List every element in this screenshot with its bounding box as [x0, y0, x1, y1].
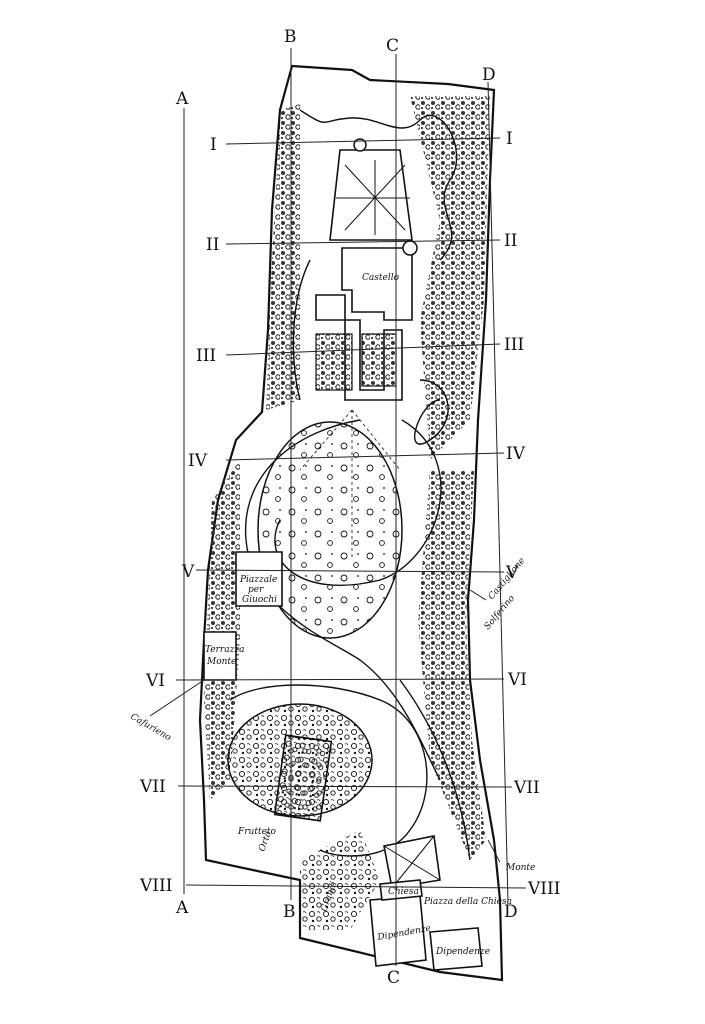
- castle-garden-left: [315, 333, 353, 391]
- label-ii-left: II: [206, 235, 219, 255]
- label-d-bottom: D: [504, 902, 518, 922]
- section-line-i: [225, 137, 501, 145]
- label-vi-left: VI: [145, 671, 165, 691]
- section-line-v: [195, 569, 505, 573]
- castle-tower: [402, 240, 418, 256]
- vista-lines: [299, 409, 401, 560]
- label-a-bottom: A: [175, 898, 189, 918]
- label-castello: Castello: [362, 273, 400, 283]
- frutteto-enclosure: [273, 734, 333, 822]
- drive-east: [399, 679, 471, 861]
- label-viii-right: VIII: [527, 879, 560, 899]
- label-frutteto: Frutteto: [237, 827, 277, 837]
- section-line-iv: [225, 452, 505, 461]
- section-line-ii: [225, 239, 501, 245]
- woodland-north-east: [410, 96, 490, 460]
- label-b-top: B: [284, 27, 297, 47]
- woodland-east-strip: [418, 470, 486, 860]
- terraced-walk-west: [292, 259, 311, 401]
- label-vii-left: VII: [139, 777, 166, 797]
- piazzale-box: [235, 551, 283, 607]
- section-line-d: [487, 81, 509, 903]
- formal-parterre: [329, 149, 413, 241]
- label-solferino: Solferino: [483, 593, 518, 632]
- section-line-vi: [175, 678, 505, 681]
- label-piazza-chiesa: Piazza della Chiesa: [423, 897, 512, 907]
- church-square-cross: [383, 835, 441, 889]
- label-chiesa: Chiesa: [388, 887, 419, 897]
- parterre-fountain: [353, 138, 367, 152]
- label-ii-right: II: [504, 231, 517, 251]
- parterre-pattern: [336, 160, 410, 235]
- label-piazzale-sub: per: [248, 585, 264, 595]
- label-v-left: V: [181, 562, 195, 582]
- serpentine-path-east: [414, 379, 449, 445]
- label-i-left: I: [210, 135, 217, 155]
- leader-lines: [149, 589, 501, 863]
- label-terrazza-sub: Monte: [206, 657, 236, 667]
- label-cafurieno: Cafurieno: [129, 712, 174, 744]
- label-d-top: D: [482, 65, 496, 85]
- section-line-iii: [225, 343, 501, 356]
- terrazza-box: [203, 631, 237, 681]
- section-line-viii: [185, 884, 527, 889]
- castello-building: [341, 247, 413, 321]
- label-a-top: A: [175, 89, 189, 109]
- label-c-top: C: [386, 36, 399, 56]
- label-vii-right: VII: [513, 778, 540, 798]
- label-v-right: V: [505, 563, 519, 583]
- label-c-bottom: C: [387, 968, 400, 988]
- serpentine-path-north: [299, 109, 458, 261]
- label-iii-right: III: [504, 335, 524, 355]
- woodland-west-lower: [204, 460, 240, 800]
- label-iv-left: IV: [188, 451, 208, 471]
- castle-garden-right: [361, 333, 397, 387]
- chiesa-building: [379, 879, 423, 901]
- label-iv-right: IV: [506, 444, 526, 464]
- label-dipendenze-2: Dipendenze: [435, 947, 490, 957]
- dependenze-block-2: [429, 927, 483, 971]
- label-b-bottom: B: [283, 902, 296, 922]
- upper-meadow-oval: [257, 421, 403, 639]
- label-piazzale: Piazzale: [239, 575, 277, 585]
- label-vi-right: VI: [507, 670, 527, 690]
- label-i-right: I: [506, 129, 513, 149]
- label-iii-left: III: [196, 346, 216, 366]
- label-piazzale-sub2: Giuochi: [242, 595, 277, 605]
- drive-lower-curve: [229, 684, 428, 857]
- label-monte: Monte: [505, 863, 535, 873]
- label-terrazza: Terrazza: [205, 645, 244, 655]
- section-line-vii: [177, 785, 513, 788]
- label-viii-left: VIII: [139, 876, 172, 896]
